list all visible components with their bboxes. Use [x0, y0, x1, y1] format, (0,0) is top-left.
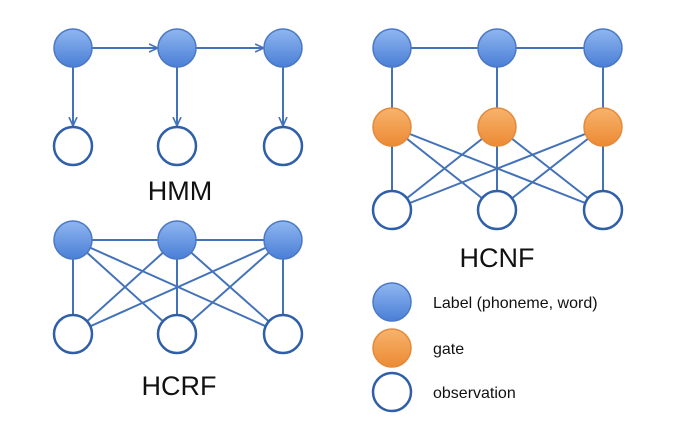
legend: Label (phoneme, word) gate observation: [371, 282, 598, 413]
hcrf-observation-node: [262, 313, 304, 355]
hcnf-edge: [391, 126, 604, 211]
hcnf-title: HCNF: [460, 243, 535, 273]
hcnf-diagram: HCNF: [371, 28, 624, 273]
hcrf-label-node: [53, 220, 93, 260]
legend-gate-text: gate: [433, 341, 464, 358]
hcrf-edge: [72, 239, 178, 335]
hmm-observation-node: [156, 125, 198, 167]
hcrf-label-node: [263, 220, 303, 260]
hcnf-label-node: [372, 28, 412, 68]
hcnf-observation-node: [582, 189, 624, 231]
hcrf-observation-node: [156, 313, 198, 355]
hcnf-label-node: [583, 28, 623, 68]
hmm-label-node: [53, 28, 93, 68]
hcnf-gate-node: [372, 107, 412, 147]
hcnf-label-node: [477, 28, 517, 68]
hcnf-observation-node: [476, 189, 518, 231]
hmm-observation-node: [52, 125, 94, 167]
hmm-diagram: HMM: [52, 28, 304, 206]
hcrf-title: HCRF: [142, 371, 217, 401]
hmm-label-node: [263, 28, 303, 68]
hcnf-edge: [391, 126, 498, 211]
legend-label-text: Label (phoneme, word): [433, 295, 598, 312]
legend-label-swatch: [372, 282, 412, 322]
hcrf-observation-node: [52, 313, 94, 355]
legend-observation-text: observation: [433, 385, 516, 402]
hmm-title: HMM: [148, 176, 212, 206]
legend-gate-swatch: [372, 328, 412, 368]
hcrf-diagram: HCRF: [52, 220, 304, 401]
legend-observation-swatch: [371, 371, 413, 413]
hcnf-gate-node: [583, 107, 623, 147]
hcnf-edge: [496, 126, 604, 211]
hmm-label-node: [157, 28, 197, 68]
hcnf-gate-node: [477, 107, 517, 147]
hcrf-edge: [176, 239, 284, 335]
hcrf-label-node: [157, 220, 197, 260]
hcnf-observation-node: [371, 189, 413, 231]
hcrf-edge: [72, 239, 284, 335]
hmm-observation-node: [262, 125, 304, 167]
